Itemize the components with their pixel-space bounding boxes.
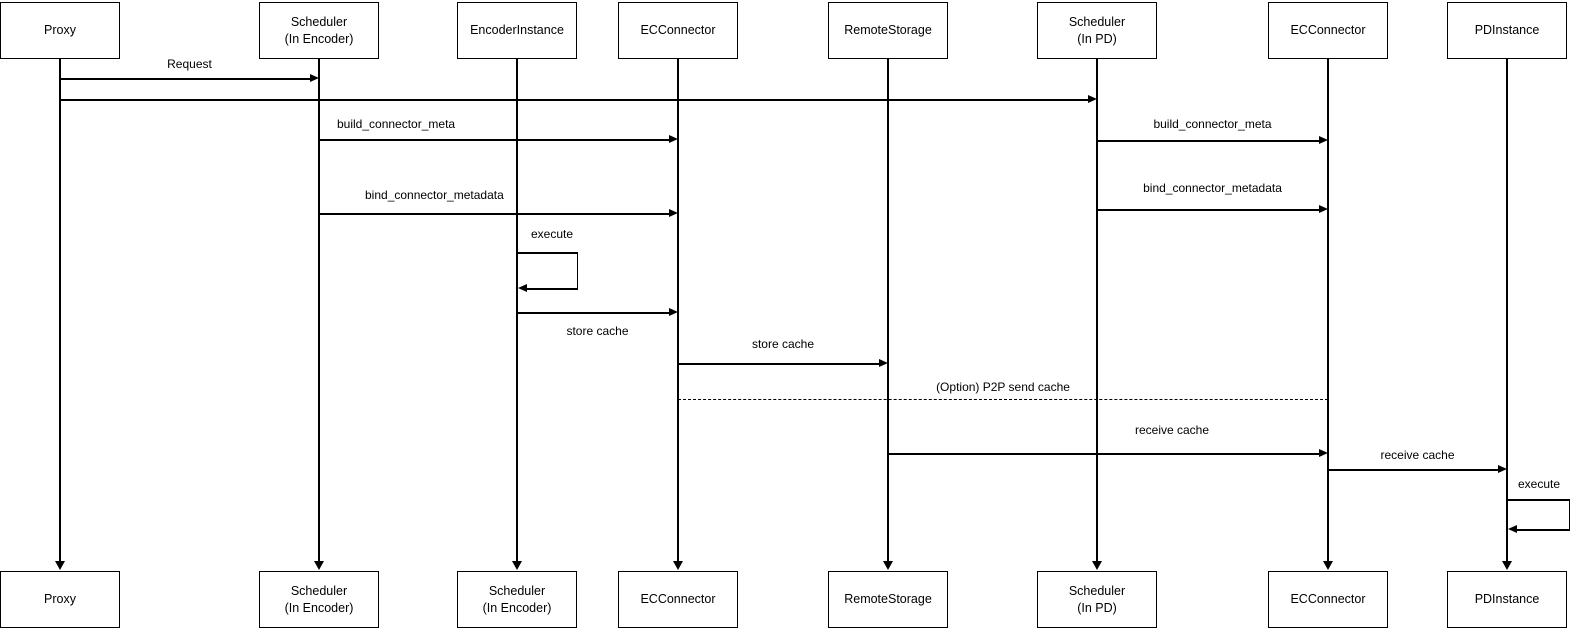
participant-bottom-scheduler-pd: Scheduler (In PD) <box>1037 571 1157 628</box>
message-execute-encoder-loop-right <box>576 252 578 290</box>
participant-top-remotestorage: RemoteStorage <box>828 2 948 59</box>
participant-top-ecconnector-1: ECConnector <box>618 2 738 59</box>
message-execute-pd-loop-top <box>1507 499 1570 501</box>
message-store-cache-1-arrowhead-icon <box>669 308 678 316</box>
message-proxy-to-scheduler-pd-arrowhead-icon <box>1088 95 1097 103</box>
message-store-cache-1-line <box>517 312 669 314</box>
lifeline-ecconnector-2-arrow-icon <box>1323 561 1333 570</box>
message-bind-connector-metadata-left-label: bind_connector_metadata <box>365 188 504 202</box>
message-store-cache-2-line <box>678 363 879 365</box>
participant-top-ecconnector-2: ECConnector <box>1268 2 1388 59</box>
participant-top-scheduler-pd: Scheduler (In PD) <box>1037 2 1157 59</box>
participant-top-scheduler-encoder: Scheduler (In Encoder) <box>259 2 379 59</box>
lifeline-scheduler-encoder-arrow-icon <box>314 561 324 570</box>
participant-bottom-proxy: Proxy <box>0 571 120 628</box>
message-p2p-send-cache-label: (Option) P2P send cache <box>936 380 1070 394</box>
lifeline-encoderinstance-arrow-icon <box>512 561 522 570</box>
lifeline-proxy <box>59 59 61 562</box>
participant-bottom-pdinstance: PDInstance <box>1447 571 1567 628</box>
message-p2p-send-cache-line <box>678 399 1328 400</box>
lifeline-scheduler-encoder <box>318 59 320 562</box>
lifeline-ecconnector-2 <box>1327 59 1329 562</box>
message-receive-cache-2-label: receive cache <box>1380 448 1455 462</box>
lifeline-scheduler-pd <box>1096 59 1098 562</box>
message-build-connector-meta-right-label: build_connector_meta <box>1153 117 1272 131</box>
message-request-label: Request <box>167 57 212 71</box>
message-bind-connector-metadata-left-line <box>319 213 669 215</box>
message-execute-encoder-label: execute <box>531 227 574 241</box>
message-execute-encoder-loop-bottom <box>526 288 578 290</box>
message-request-arrowhead-icon <box>310 74 319 82</box>
message-receive-cache-1-arrowhead-icon <box>1319 449 1328 457</box>
participant-top-proxy: Proxy <box>0 2 120 59</box>
message-receive-cache-1-line <box>888 453 1319 455</box>
lifeline-pdinstance-arrow-icon <box>1502 561 1512 570</box>
message-request-line <box>60 78 310 80</box>
lifeline-ecconnector-1-arrow-icon <box>673 561 683 570</box>
message-build-connector-meta-left-line <box>319 139 669 141</box>
message-store-cache-1-label: store cache <box>566 324 629 338</box>
message-build-connector-meta-left-label: build_connector_meta <box>337 117 456 131</box>
message-receive-cache-2-line <box>1328 469 1498 471</box>
message-bind-connector-metadata-left-arrowhead-icon <box>669 209 678 217</box>
message-execute-encoder-loop-top <box>517 252 578 254</box>
message-receive-cache-1-label: receive cache <box>1134 423 1210 437</box>
message-proxy-to-scheduler-pd-line <box>60 99 1088 101</box>
message-execute-pd-loop-bottom <box>1516 529 1570 531</box>
lifeline-pdinstance <box>1506 59 1508 562</box>
lifeline-remotestorage <box>887 59 889 562</box>
participant-top-encoderinstance: EncoderInstance <box>457 2 577 59</box>
message-bind-connector-metadata-right-line <box>1097 209 1319 211</box>
message-bind-connector-metadata-right-label: bind_connector_metadata <box>1143 181 1282 195</box>
message-store-cache-2-arrowhead-icon <box>879 359 888 367</box>
lifeline-proxy-arrow-icon <box>55 561 65 570</box>
message-execute-pd-label: execute <box>1518 477 1561 491</box>
participant-bottom-ecconnector-2: ECConnector <box>1268 571 1388 628</box>
participant-bottom-scheduler-encoder-2: Scheduler (In Encoder) <box>457 571 577 628</box>
participant-bottom-scheduler-encoder-1: Scheduler (In Encoder) <box>259 571 379 628</box>
participant-bottom-ecconnector-1: ECConnector <box>618 571 738 628</box>
message-receive-cache-2-arrowhead-icon <box>1498 465 1507 473</box>
participant-top-pdinstance: PDInstance <box>1447 2 1567 59</box>
message-build-connector-meta-right-line <box>1097 140 1319 142</box>
lifeline-remotestorage-arrow-icon <box>883 561 893 570</box>
message-execute-pd-loop-right <box>1568 499 1570 531</box>
lifeline-scheduler-pd-arrow-icon <box>1092 561 1102 570</box>
message-build-connector-meta-right-arrowhead-icon <box>1319 136 1328 144</box>
message-execute-encoder-arrowhead-icon <box>518 284 527 292</box>
lifeline-encoderinstance <box>516 59 518 562</box>
message-bind-connector-metadata-right-arrowhead-icon <box>1319 205 1328 213</box>
participant-bottom-remotestorage: RemoteStorage <box>828 571 948 628</box>
message-execute-pd-arrowhead-icon <box>1508 525 1517 533</box>
message-build-connector-meta-left-arrowhead-icon <box>669 135 678 143</box>
message-store-cache-2-label: store cache <box>751 337 815 351</box>
